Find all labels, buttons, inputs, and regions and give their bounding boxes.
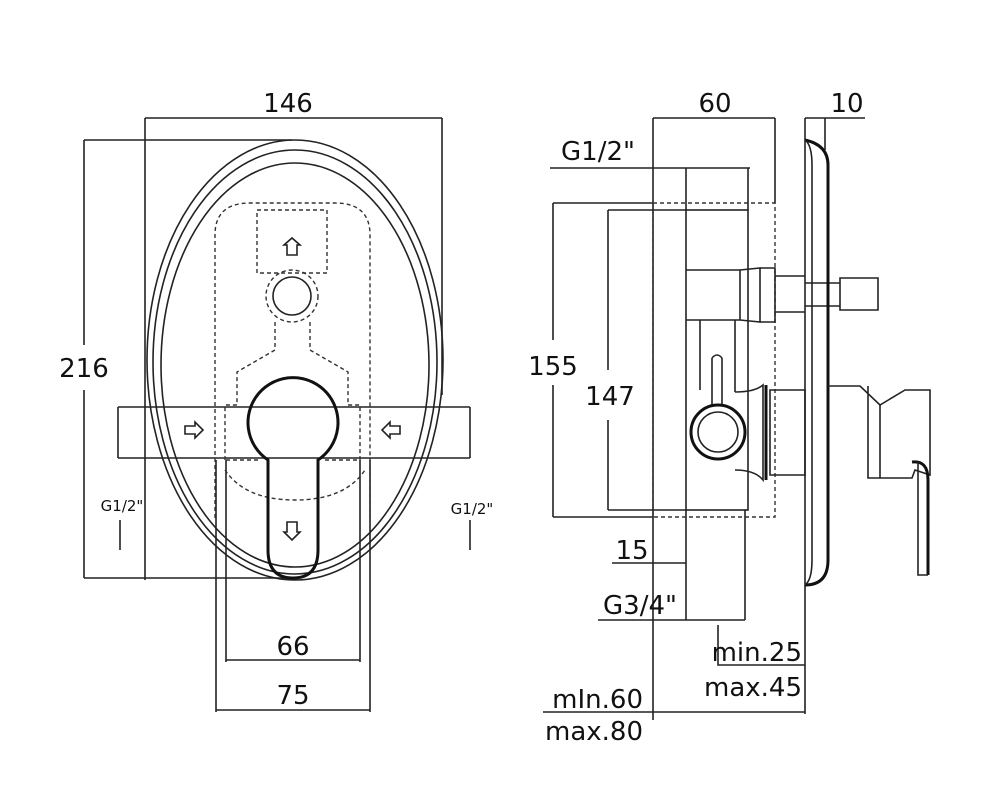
arrow-left-icon (380, 420, 401, 440)
dimension-lines-front (83, 117, 471, 712)
dim-depth: 60 (698, 89, 731, 119)
side-view: 60 10 G1/2" 155 147 15 G3/4" min.25 max.… (528, 89, 931, 747)
inlet-left-label: G1/2" (101, 497, 144, 515)
dim-plate: 10 (830, 89, 863, 119)
escutcheon-plate (804, 138, 830, 587)
arrow-right-icon (184, 420, 205, 440)
valve-body (685, 209, 879, 511)
dim-outer-width: 75 (276, 681, 309, 711)
dim-offset: 15 (615, 536, 648, 566)
install-max-small: max.45 (704, 673, 802, 703)
arrow-down-icon (282, 521, 302, 542)
escutcheon-oval (146, 139, 444, 581)
diverter-knob (272, 276, 312, 316)
front-view: 146 216 G1/2" G1/2" 66 75 (59, 89, 493, 712)
dim-box-height: 155 (528, 352, 578, 382)
dim-inner-width: 66 (276, 632, 309, 662)
bottom-outlet-label: G3/4" (603, 591, 677, 621)
lever-handle (246, 376, 340, 580)
dim-width: 146 (263, 89, 313, 119)
install-max-large: max.80 (545, 717, 643, 747)
top-outlet-label: G1/2" (561, 137, 635, 167)
concealed-box-outline (214, 202, 371, 518)
plate-inner-edge (804, 139, 813, 586)
dim-height: 216 (59, 354, 109, 384)
inlet-right-label: G1/2" (451, 500, 494, 518)
arrow-up-icon (281, 236, 303, 256)
handle-side (828, 385, 931, 576)
dimension-lines-side (543, 117, 865, 720)
dim-body-height: 147 (585, 382, 635, 412)
install-min-small: min.25 (712, 638, 802, 668)
box-outline (652, 202, 776, 518)
flow-arrow-icons (184, 236, 401, 542)
install-min-large: mIn.60 (552, 685, 643, 715)
